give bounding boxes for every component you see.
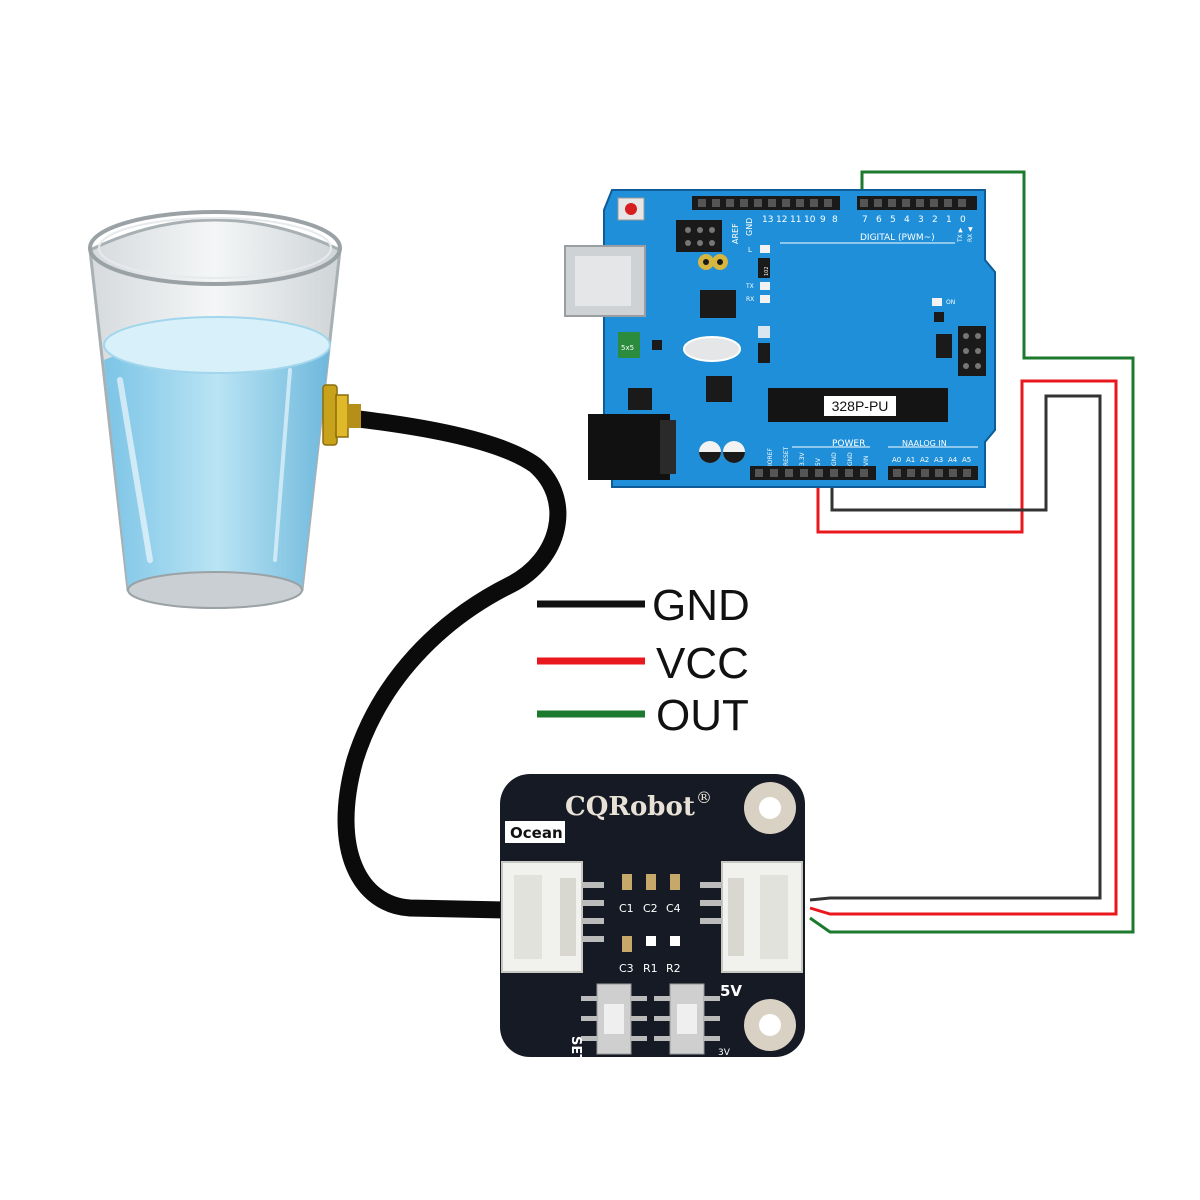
water-glass	[88, 210, 342, 609]
pin-0-label: 0	[960, 215, 966, 225]
pin-10-label: 10	[804, 215, 816, 225]
set-switch	[581, 983, 647, 1055]
r1-label: R1	[643, 962, 658, 975]
sensor-module: CQRobot ® Ocean C1	[500, 774, 805, 1063]
pin-3v3-label: 3.3V	[799, 451, 806, 466]
on-led-label: ON	[946, 299, 955, 306]
pin-3-label: 3	[918, 215, 924, 225]
power-jack	[588, 414, 670, 480]
pin-6-label: 6	[876, 215, 882, 225]
pin-12-label: 12	[776, 215, 787, 225]
cap-label: 102	[764, 266, 770, 276]
rx-led-label: RX	[746, 296, 754, 303]
power-pin-labels: IOREF RESET 3.3V 5V GND GND VIN	[767, 446, 870, 466]
pin-7-label: 7	[862, 215, 868, 225]
pin-11-label: 11	[790, 215, 801, 225]
tx-led-label: TX	[745, 283, 754, 290]
digital-pwm-label: DIGITAL (PWM~)	[860, 233, 935, 243]
reset-label: RESET	[783, 446, 790, 466]
sensor-probe	[322, 384, 361, 446]
voltage-high-label: 5V	[720, 982, 742, 1000]
c4-label: C4	[666, 902, 681, 915]
gnd-legend-label: GND	[652, 581, 750, 630]
analog-label: NAALOG IN	[902, 439, 947, 448]
right-connector	[700, 861, 803, 973]
aref-label: AREF	[731, 223, 740, 244]
out-wire	[809, 170, 1135, 934]
rx-arrow-label: RX ◀	[967, 227, 974, 242]
signal-wires	[809, 170, 1135, 934]
vcc-wire	[809, 379, 1118, 916]
digital-header-holes	[698, 199, 966, 207]
arduino-board: AREF GND 13 12 11 10 9 8 7 6 5 4 3 2 1 0…	[564, 189, 996, 488]
a0-label: A0	[892, 456, 901, 464]
digital-pin-labels-low: 7 6 5 4 3 2 1 0	[862, 215, 966, 225]
vin-label: VIN	[863, 456, 870, 466]
a3-label: A3	[934, 456, 943, 464]
c3-label: C3	[619, 962, 634, 975]
gnd-wire	[809, 394, 1102, 902]
power-label: POWER	[832, 439, 865, 449]
ioref-label: IOREF	[767, 448, 774, 466]
c2-label: C2	[643, 902, 658, 915]
pin-4-label: 4	[904, 215, 910, 225]
r2-label: R2	[666, 962, 681, 975]
a4-label: A4	[948, 456, 958, 464]
a2-label: A2	[920, 456, 929, 464]
vcc-legend-label: VCC	[656, 639, 749, 688]
pin-13-label: 13	[762, 215, 773, 225]
small-chip-label: 5x5	[621, 344, 634, 352]
voltage-low-label: 3V	[718, 1048, 731, 1058]
wire-legend: GND VCC OUT	[537, 581, 750, 740]
chip-label: 328P-PU	[832, 398, 889, 414]
gnd-pin-label: GND	[745, 218, 754, 236]
brand-label: CQRobot	[565, 792, 695, 822]
pin-2-label: 2	[932, 215, 938, 225]
tx-arrow-label: TX ▶	[957, 227, 964, 243]
mounting-hole-top	[744, 782, 796, 834]
voltage-switch	[654, 983, 720, 1055]
mounting-hole-bottom	[744, 999, 796, 1051]
set-label: SET	[568, 1036, 583, 1063]
out-legend-label: OUT	[656, 691, 749, 740]
pin-8-label: 8	[832, 215, 838, 225]
smd-components: C1 C2 C4 C3 R1 R2	[619, 874, 681, 975]
series-label: Ocean	[510, 824, 563, 842]
analog-pin-labels: A0 A1 A2 A3 A4 A5	[892, 456, 971, 464]
sensor-cable	[337, 409, 567, 919]
registered-mark: ®	[696, 788, 712, 807]
l-led-label: L	[748, 246, 752, 254]
pin-9-label: 9	[820, 215, 826, 225]
c1-label: C1	[619, 902, 634, 915]
pin-5v-label: 5V	[815, 457, 822, 466]
digital-pin-labels-high: 13 12 11 10 9 8	[762, 215, 838, 225]
pin-1-label: 1	[946, 215, 952, 225]
a1-label: A1	[906, 456, 915, 464]
pin-gnd-label-2: GND	[847, 452, 854, 466]
water-fill	[104, 333, 330, 605]
pin-5-label: 5	[890, 215, 896, 225]
pin-gnd-label-1: GND	[831, 452, 838, 466]
left-connector	[501, 861, 604, 973]
power-header	[750, 466, 876, 480]
a5-label: A5	[962, 456, 971, 464]
